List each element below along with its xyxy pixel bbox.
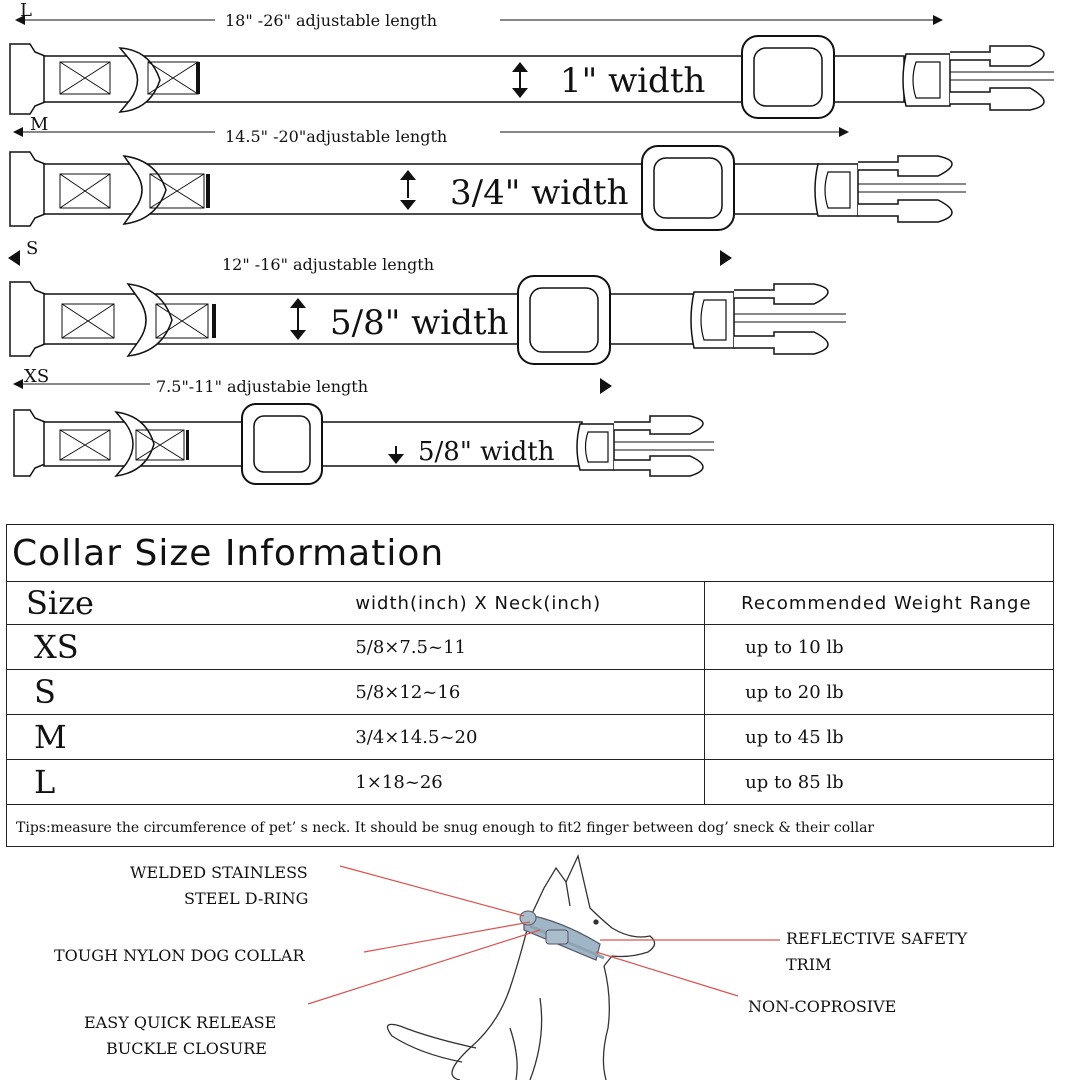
length-label-xs: 7.5"-11" adjustabie length [156, 377, 368, 396]
callout-non-corrosive: NON-COPROSIVE [748, 997, 896, 1016]
collar-l: L 18" -26" adjustable length 1" width [9, 0, 1054, 119]
dog-collar-illustration: WELDED STAINLESS STEEL D-RING TOUGH NYLO… [54, 854, 968, 1080]
d-ring-m [122, 155, 167, 225]
callout-nylon-collar: TOUGH NYLON DOG COLLAR [54, 946, 305, 965]
leader-lines [307, 865, 780, 1005]
length-label-m: 14.5" -20"adjustable length [225, 127, 447, 146]
length-label-l: 18" -26" adjustable length [225, 11, 437, 30]
length-label-s: 12" -16" adjustable length [222, 255, 434, 274]
size-letter-l: L [20, 0, 32, 21]
table-header-row: Size width(inch) X Neck(inch) Recommende… [6, 581, 1054, 625]
callout-d-ring-line2: STEEL D-RING [184, 889, 308, 908]
cell-dimensions: 3/4×14.5~20 [355, 714, 706, 760]
table-row: L 1×18~26 up to 85 lb [6, 759, 1054, 805]
collar-size-diagrams: L 18" -26" adjustable length 1" width M … [8, 0, 1054, 485]
length-arrow-right [720, 250, 732, 266]
dog-outline [386, 854, 656, 1080]
header-dimensions: width(inch) X Neck(inch) [355, 581, 706, 625]
table-row: XS 5/8×7.5~11 up to 10 lb [6, 624, 1054, 670]
callout-reflective-line1: REFLECTIVE SAFETY [786, 929, 968, 948]
measuring-tips: Tips:measure the circumference of pet’ s… [6, 804, 1054, 851]
header-size: Size [6, 581, 356, 625]
callout-d-ring-line1: WELDED STAINLESS [130, 863, 308, 882]
release-buckle-l [902, 45, 1054, 111]
width-label-l: 1" width [560, 61, 705, 101]
cell-weight: up to 45 lb [704, 714, 1054, 760]
size-letter-s: S [26, 238, 38, 259]
release-buckle-m [814, 155, 966, 223]
width-label-xs: 5/8" width [418, 437, 555, 467]
header-weight: Recommended Weight Range [704, 581, 1054, 625]
cell-size: L [6, 759, 356, 805]
table-row: M 3/4×14.5~20 up to 45 lb [6, 714, 1054, 760]
collar-xs: XS 7.5"-11" adjustabie length 5/8" width [13, 366, 714, 485]
d-ring [519, 910, 537, 926]
callout-buckle-line1: EASY QUICK RELEASE [84, 1013, 276, 1032]
cell-size: XS [6, 624, 356, 670]
table-title: Collar Size Information [6, 524, 1054, 582]
buckle [545, 929, 569, 945]
width-label-m: 3/4" width [450, 173, 628, 213]
cell-size: S [6, 669, 356, 715]
cell-weight: up to 10 lb [704, 624, 1054, 670]
d-ring-l [118, 47, 161, 113]
cell-dimensions: 5/8×12~16 [355, 669, 706, 715]
cell-dimensions: 1×18~26 [355, 759, 706, 805]
release-buckle-xs [576, 415, 714, 477]
size-letter-xs: XS [24, 366, 49, 387]
cell-dimensions: 5/8×7.5~11 [355, 624, 706, 670]
length-arrow-left [8, 250, 20, 266]
cell-weight: up to 85 lb [704, 759, 1054, 805]
cell-weight: up to 20 lb [704, 669, 1054, 715]
size-table: Collar Size Information Size width(inch)… [6, 524, 1054, 851]
table-row: S 5/8×12~16 up to 20 lb [6, 669, 1054, 715]
callout-buckle-line2: BUCKLE CLOSURE [106, 1039, 267, 1058]
collar-s: S 12" -16" adjustable length 5/8" width [8, 238, 846, 365]
length-arrow-right [600, 378, 612, 394]
callout-reflective-line2: TRIM [786, 955, 831, 974]
cell-size: M [6, 714, 356, 760]
size-letter-m: M [30, 114, 48, 135]
width-label-s: 5/8" width [330, 303, 508, 343]
collar-on-dog [519, 910, 605, 961]
release-buckle-s [690, 283, 846, 355]
collar-m: M 14.5" -20"adjustable length 3/4" width [9, 114, 966, 231]
